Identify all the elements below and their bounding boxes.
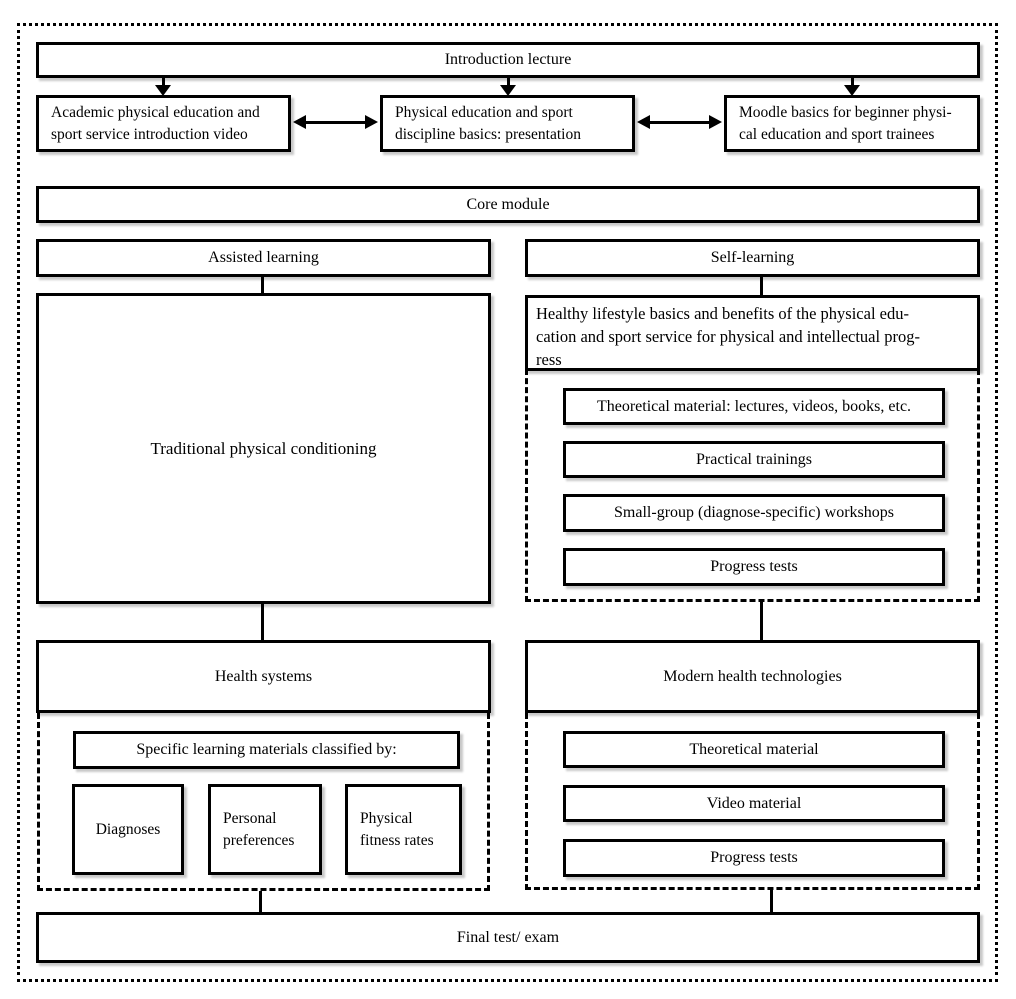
- core-module-box: Core module: [36, 186, 980, 223]
- modern-health-technologies-box: Modern health technologies: [525, 640, 980, 713]
- final-exam-label: Final test/ exam: [456, 928, 560, 946]
- modern-health-technologies-label: Modern health technologies: [663, 667, 842, 685]
- down-arrow-icon-2: [500, 78, 516, 96]
- personal-preferences-box: Personal preferences: [208, 784, 322, 875]
- healthy-lifestyle-line: cation and sport service for physical an…: [536, 327, 920, 346]
- activity-label: Progress tests: [710, 558, 798, 575]
- physical-fitness-rates-box: Physical fitness rates: [345, 784, 462, 875]
- specific-materials-title-box: Specific learning materials classified b…: [73, 731, 460, 769]
- connector-left-final: [259, 891, 262, 912]
- self-learning-label: Self-learning: [710, 249, 795, 266]
- discipline-basics-box: Physical education and sport discipline …: [380, 95, 635, 152]
- resource-label: Theoretical material: [689, 740, 819, 758]
- arrow-head: [844, 85, 860, 96]
- physical-fitness-line: Physical: [360, 809, 413, 827]
- self-learning-header-box: Self-learning: [525, 239, 980, 277]
- connector-activities-modern: [760, 602, 763, 640]
- arrow-head: [709, 115, 722, 129]
- connector-right-final: [770, 890, 773, 912]
- healthy-lifestyle-box: Healthy lifestyle basics and benefits of…: [525, 295, 980, 371]
- outer-dotted-border: [17, 23, 998, 982]
- activity-label: Small-group (diagnose-specific) workshop…: [614, 504, 894, 521]
- assisted-learning-label: Assisted learning: [208, 249, 319, 266]
- self-activities-dashed-group: [525, 369, 980, 602]
- activity-label: Theoretical material: lectures, videos, …: [596, 397, 912, 415]
- double-arrow-icon-right: [637, 114, 722, 130]
- down-arrow-icon-1: [155, 78, 171, 96]
- resource-video-box: Video material: [563, 785, 945, 822]
- personal-preferences-line: preferences: [223, 831, 295, 849]
- arrow-stem: [850, 78, 854, 85]
- core-module-label: Core module: [466, 195, 550, 213]
- arrow-head: [365, 115, 378, 129]
- moodle-basics-line: cal education and sport trainees: [739, 125, 935, 143]
- healthy-lifestyle-line: Healthy lifestyle basics and benefits of…: [536, 304, 909, 323]
- final-exam-box: Final test/ exam: [36, 912, 980, 963]
- arrow-head: [293, 115, 306, 129]
- connector-traditional-health: [261, 604, 264, 640]
- resource-progress-tests-box: Progress tests: [563, 839, 945, 877]
- resource-theoretical-box: Theoretical material: [563, 731, 945, 768]
- discipline-basics-line: Physical education and sport: [395, 103, 573, 121]
- activity-progress-tests-box: Progress tests: [563, 548, 945, 586]
- intro-lecture-label: Introduction lecture: [444, 51, 572, 68]
- arrow-head: [155, 85, 171, 96]
- activity-workshops-box: Small-group (diagnose-specific) workshop…: [563, 494, 945, 532]
- moodle-basics-line: Moodle basics for beginner physi-: [739, 103, 952, 121]
- assisted-learning-header-box: Assisted learning: [36, 239, 491, 277]
- intro-lecture-box: Introduction lecture: [36, 42, 980, 78]
- down-arrow-icon-3: [844, 78, 860, 96]
- intro-video-line: Academic physical education and: [51, 103, 260, 121]
- modern-resources-dashed-group: [525, 713, 980, 890]
- diagnoses-label: Diagnoses: [95, 820, 161, 838]
- arrow-head: [500, 85, 516, 96]
- resource-label: Progress tests: [710, 849, 798, 866]
- moodle-basics-box: Moodle basics for beginner physi- cal ed…: [724, 95, 980, 152]
- resource-label: Video material: [706, 794, 802, 812]
- connector-assisted-traditional: [261, 277, 264, 293]
- healthy-lifestyle-line: ress: [536, 350, 562, 369]
- health-systems-label: Health systems: [214, 667, 313, 685]
- traditional-conditioning-box: Traditional physical conditioning: [36, 293, 491, 604]
- arrow-head: [637, 115, 650, 129]
- double-arrow-icon-left: [293, 114, 378, 130]
- arrow-shaft: [650, 120, 709, 124]
- discipline-basics-line: discipline basics: presentation: [395, 125, 581, 143]
- diagnoses-box: Diagnoses: [72, 784, 184, 875]
- arrow-stem: [506, 78, 510, 85]
- physical-fitness-line: fitness rates: [360, 831, 434, 849]
- specific-materials-title: Specific learning materials classified b…: [136, 741, 397, 758]
- connector-self-healthy: [760, 277, 763, 297]
- specific-materials-dashed-group: [37, 713, 490, 891]
- activity-theoretical-box: Theoretical material: lectures, videos, …: [563, 388, 945, 425]
- health-systems-box: Health systems: [36, 640, 491, 713]
- traditional-conditioning-label: Traditional physical conditioning: [150, 438, 377, 458]
- activity-practical-box: Practical trainings: [563, 441, 945, 478]
- arrow-shaft: [306, 120, 365, 124]
- personal-preferences-line: Personal: [223, 809, 277, 827]
- arrow-stem: [161, 78, 165, 85]
- activity-label: Practical trainings: [696, 450, 812, 468]
- intro-video-line: sport service introduction video: [51, 125, 248, 143]
- intro-video-box: Academic physical education and sport se…: [36, 95, 291, 152]
